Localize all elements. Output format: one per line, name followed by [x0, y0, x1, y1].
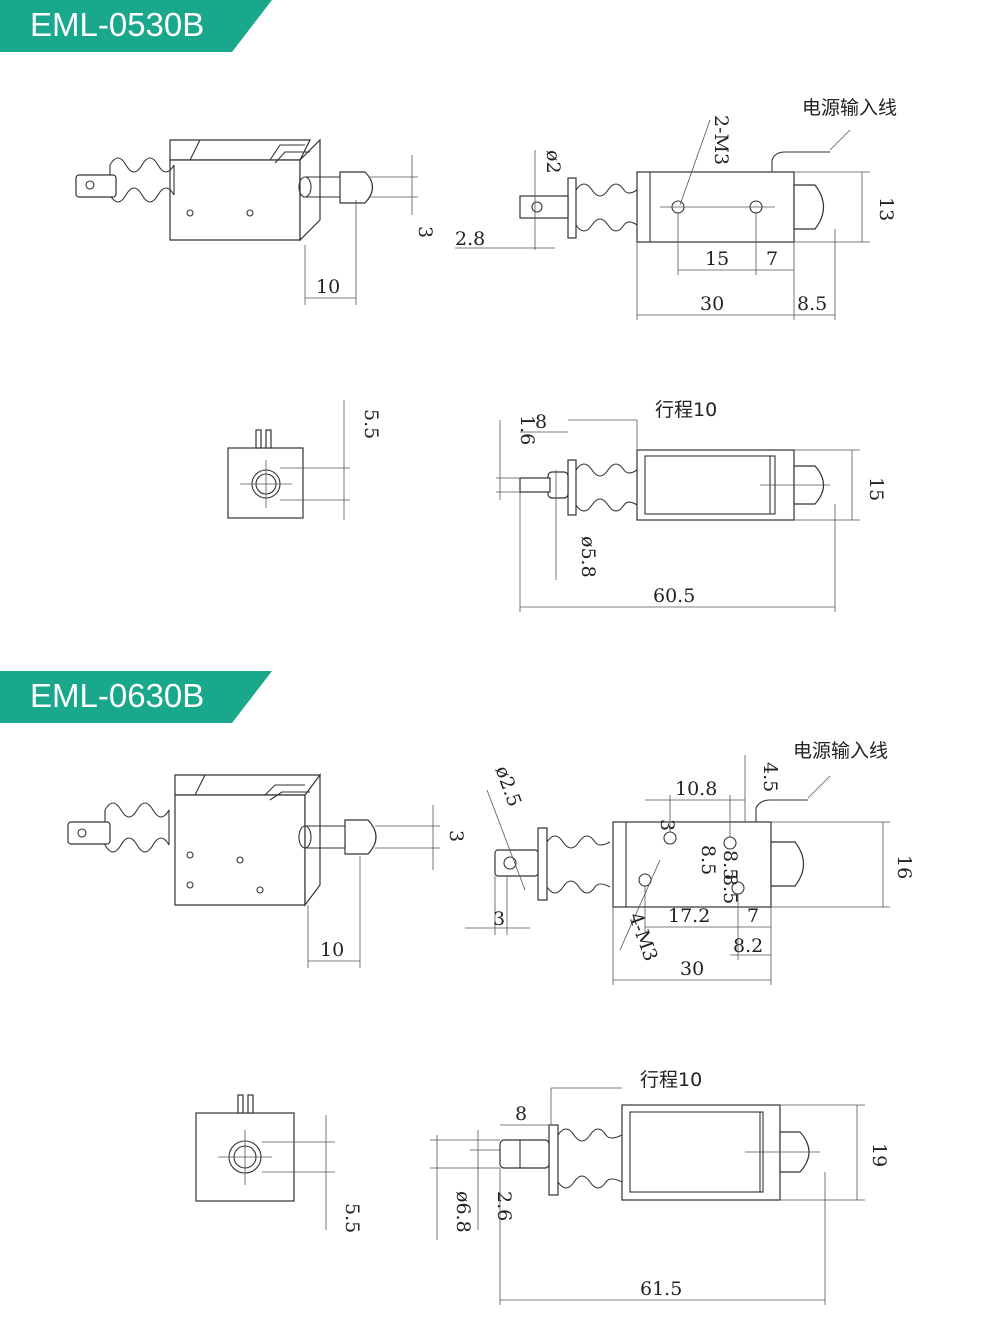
dim-hole-spacing: 17.2 [668, 905, 710, 927]
stroke-label: 行程10 [655, 399, 717, 421]
iso-view-2: 10 3 [67, 773, 467, 968]
iso-view-1: 10 3 [75, 138, 436, 305]
dim-end-offset: 5.5 [341, 1203, 363, 1233]
dim-threads: 2-M3 [710, 115, 732, 165]
dim-hole-dia: ø2 [542, 150, 564, 174]
stroke-label: 行程10 [640, 1069, 702, 1091]
dim-hole-dia: ø2.5 [491, 763, 526, 810]
dim-total-len: 61.5 [640, 1278, 682, 1300]
dim-hole-spacing: 15 [705, 248, 729, 270]
model-banner-1: EML-0530B [0, 0, 272, 52]
dim-frame-h: 19 [868, 1143, 890, 1167]
banner-shape [0, 671, 272, 723]
lead-wire-label: 电源输入线 [793, 740, 888, 762]
dim-end-offset: 5.5 [360, 409, 382, 439]
dim-top-spacing: 10.8 [675, 778, 717, 800]
dim-pin-step: 2.6 [493, 1191, 515, 1221]
end-view-2: 5.5 [195, 1094, 363, 1233]
dim-v-d: 8.5 [719, 874, 741, 904]
dim-pin-len: 8 [535, 411, 547, 433]
dim-pin-step: 1.6 [516, 415, 538, 445]
side-view-2: 电源输入线 ø2.5 3 4-M3 10.8 4.5 3 8.5 8.5 8.5… [465, 740, 915, 985]
dim-shaft-dia: ø5.8 [577, 536, 599, 578]
model-title: EML-0530B [30, 6, 205, 43]
dim-height: 16 [893, 855, 915, 879]
stroke-view-1: 行程10 8 1.6 ø5.8 15 60.5 [496, 399, 887, 612]
dim-iso-stroke: 10 [316, 276, 340, 298]
stroke-view-2: 行程10 8 ø6.8 2.6 19 61.5 [430, 1069, 890, 1305]
dim-hole-end: 7 [747, 905, 759, 927]
model-title: EML-0630B [30, 677, 205, 714]
dim-v-b: 8.5 [697, 845, 719, 875]
dim-threads: 4-M3 [624, 910, 662, 965]
dim-iso-stroke: 10 [320, 939, 344, 961]
dim-tip: 2.8 [455, 228, 485, 250]
dim-tip: 3 [493, 908, 505, 930]
dim-v-a: 3 [656, 819, 678, 831]
dim-hole-end2: 8.2 [733, 935, 763, 957]
dim-height: 13 [875, 197, 897, 221]
banner-shape [0, 0, 272, 52]
dim-iso-pin: 3 [414, 226, 436, 238]
dim-pin-len: 8 [515, 1103, 527, 1125]
side-view-1: 电源输入线 ø2 2-M3 2.8 15 7 30 8.5 13 [455, 97, 897, 320]
dim-hole-end: 7 [766, 248, 778, 270]
dim-iso-pin: 3 [445, 830, 467, 842]
dim-body-len: 30 [700, 293, 724, 315]
lead-wire-label: 电源输入线 [802, 97, 897, 119]
dim-cap-len: 8.5 [797, 293, 827, 315]
dim-shaft-dia: ø6.8 [452, 1191, 474, 1233]
dim-frame-h: 15 [865, 477, 887, 501]
model-banner-2: EML-0630B [0, 671, 272, 723]
end-view-1: 5.5 [227, 400, 382, 520]
dim-v-c: 8.5 [719, 850, 741, 880]
dim-total-len: 60.5 [653, 585, 695, 607]
dim-top-offset: 4.5 [759, 762, 781, 792]
dim-body-len: 30 [680, 958, 704, 980]
